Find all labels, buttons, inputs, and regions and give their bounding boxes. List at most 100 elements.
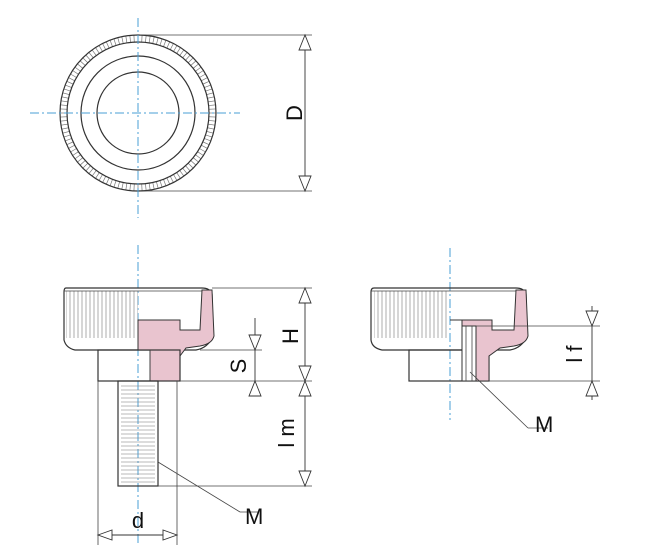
leader-M-right (469, 371, 529, 429)
label-S: S (226, 359, 251, 374)
threaded-stud (117, 380, 159, 487)
knurl-tick (105, 177, 110, 185)
knurl-tick (91, 170, 97, 177)
knurl-tick (152, 36, 155, 44)
knurl-tick (199, 73, 206, 78)
knurl-tick (195, 154, 202, 160)
thread-texture (121, 384, 155, 483)
knurl-tick (60, 123, 68, 126)
knurl-tick (74, 66, 81, 72)
knurl-tick (61, 127, 69, 130)
knurl-tick (208, 123, 216, 126)
knurled-rim (60, 35, 216, 191)
knurl-tick (207, 96, 215, 99)
arrow-lf-top (585, 310, 599, 328)
knurl-tick (202, 80, 210, 85)
knurl-tick (197, 70, 204, 75)
knob-knurl-texture-right (374, 291, 449, 338)
knurl-tick (125, 35, 128, 43)
knurl-tick (163, 179, 167, 186)
label-d: d (132, 508, 144, 533)
knurl-tick (156, 181, 159, 189)
knurl-tick (60, 100, 68, 103)
knurl-tick (207, 127, 215, 130)
knurl-tick (187, 162, 194, 169)
knurl-tick (121, 182, 124, 190)
knurl-tick (169, 43, 174, 50)
side-view-threaded-bore: l f M (370, 248, 600, 437)
knurl-tick (82, 57, 89, 64)
knurl-tick (62, 92, 70, 95)
knurl-tick (206, 92, 214, 95)
arrow-H-bottom (298, 365, 312, 383)
knurl-tick (121, 36, 124, 44)
arrow-S-top (248, 334, 262, 352)
knurl-tick (109, 179, 113, 186)
label-M-left: M (245, 504, 263, 529)
arrow-lm-bottom (298, 470, 312, 488)
label-M-right: M (535, 412, 553, 437)
knurl-tick (129, 183, 131, 191)
knurl-tick (95, 47, 100, 54)
knurl-tick (109, 40, 113, 47)
knurl-tick (95, 172, 100, 179)
knurl-tick (145, 35, 147, 43)
arrow-d-left (96, 529, 113, 541)
arrow-d-right (162, 529, 179, 541)
knurl-tick (176, 47, 181, 54)
section-hatch (137, 289, 215, 382)
knurl-tick (190, 60, 197, 66)
knurl-tick (77, 157, 84, 163)
knurl-tick (98, 45, 103, 52)
knurl-tick (201, 77, 208, 82)
knurl-tick (169, 176, 174, 183)
knurl-tick (63, 88, 71, 92)
knurl-tick (70, 73, 77, 78)
knurl-tick (79, 160, 86, 166)
knurl-tick (205, 88, 213, 92)
knurl-tick (206, 131, 214, 134)
knurl-tick (192, 63, 199, 69)
knurl-tick (182, 167, 188, 174)
knurl-tick (105, 41, 110, 49)
knurl-tick (72, 151, 79, 156)
knurl-tick (117, 37, 120, 45)
knurl-tick (148, 35, 151, 43)
knurl-tick (65, 84, 72, 88)
knurl-tick (163, 40, 167, 47)
knurl-tick (74, 154, 81, 160)
top-view: D (30, 18, 312, 218)
label-lf: l f (562, 345, 587, 363)
knurl-tick (65, 138, 72, 142)
knurl-tick (62, 131, 70, 134)
knurl-tick (208, 104, 216, 106)
side-view-threaded-stud: d M H S l m (63, 245, 312, 545)
knurl-tick (60, 104, 68, 106)
knurl-tick (117, 181, 120, 189)
knurl-tick (60, 120, 68, 122)
arrow-D-bottom (298, 175, 312, 193)
knurl-tick (179, 49, 185, 56)
knurl-tick (182, 52, 188, 59)
knurl-tick (159, 180, 163, 188)
label-D: D (282, 105, 307, 121)
knurl-tick (79, 60, 86, 66)
knurl-tick (129, 35, 131, 43)
knurl-tick (113, 38, 117, 46)
knurl-tick (202, 141, 210, 146)
knurl-tick (204, 84, 211, 88)
knurl-tick (201, 144, 208, 149)
knurl-tick (63, 134, 71, 138)
knurl-tick (187, 57, 194, 64)
knurl-tick (82, 162, 89, 169)
knurl-tick (205, 134, 213, 138)
leader-M (157, 461, 241, 513)
knurl-tick (68, 144, 75, 149)
knurl-tick (72, 70, 79, 75)
knurl-tick (85, 165, 91, 172)
knurl-tick (185, 54, 191, 61)
threaded-bore (461, 325, 477, 382)
knurl-tick (102, 43, 107, 50)
knurl-tick (145, 183, 147, 191)
